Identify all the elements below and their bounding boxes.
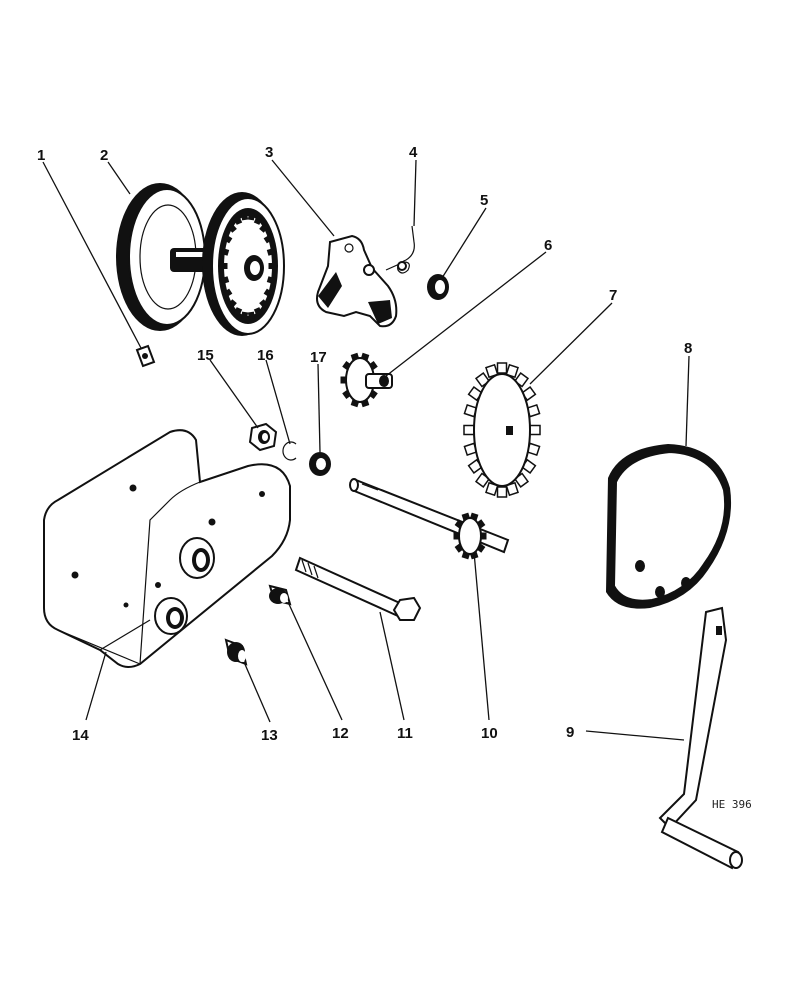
pinion-gear-icon	[340, 352, 393, 408]
callout-10: 10	[481, 725, 498, 742]
callout-12: 12	[332, 725, 349, 742]
drawing-reference: HE 396	[712, 798, 752, 811]
callout-5: 5	[480, 192, 488, 209]
frame-icon	[43, 429, 291, 668]
callout-3: 3	[265, 144, 273, 161]
callout-9: 9	[566, 724, 574, 741]
callout-7: 7	[609, 287, 617, 304]
snap-ring-icon	[282, 441, 297, 461]
callout-1: 1	[37, 147, 45, 164]
callout-8: 8	[684, 340, 692, 357]
nut-icon	[248, 422, 278, 452]
bolt-icon	[294, 556, 422, 621]
gear-cover-icon	[606, 444, 732, 609]
retaining-clip-icon	[135, 344, 156, 368]
callout-14: 14	[72, 727, 89, 744]
leader-lines	[42, 159, 690, 741]
washer-icon	[427, 274, 449, 300]
callout-6: 6	[544, 237, 552, 254]
callout-15: 15	[197, 347, 214, 364]
pawl-icon	[316, 234, 398, 328]
washer-icon	[309, 452, 331, 476]
callout-17: 17	[310, 349, 327, 366]
callout-16: 16	[257, 347, 274, 364]
winch-drum-icon	[116, 183, 285, 336]
callout-2: 2	[100, 147, 108, 164]
bushing-icon	[224, 638, 248, 666]
callout-4: 4	[409, 144, 418, 161]
drive-shaft-icon	[349, 478, 510, 560]
sprocket-gear-icon	[463, 362, 541, 498]
crank-handle-icon	[658, 606, 743, 870]
bushing-icon	[268, 584, 292, 606]
callout-labels: 1 2 3 4 5 6 7 8 9 10 11 12 13 14 15 16 1…	[37, 144, 692, 744]
spring-icon	[385, 225, 415, 274]
callout-11: 11	[397, 725, 413, 742]
callout-13: 13	[261, 727, 278, 744]
